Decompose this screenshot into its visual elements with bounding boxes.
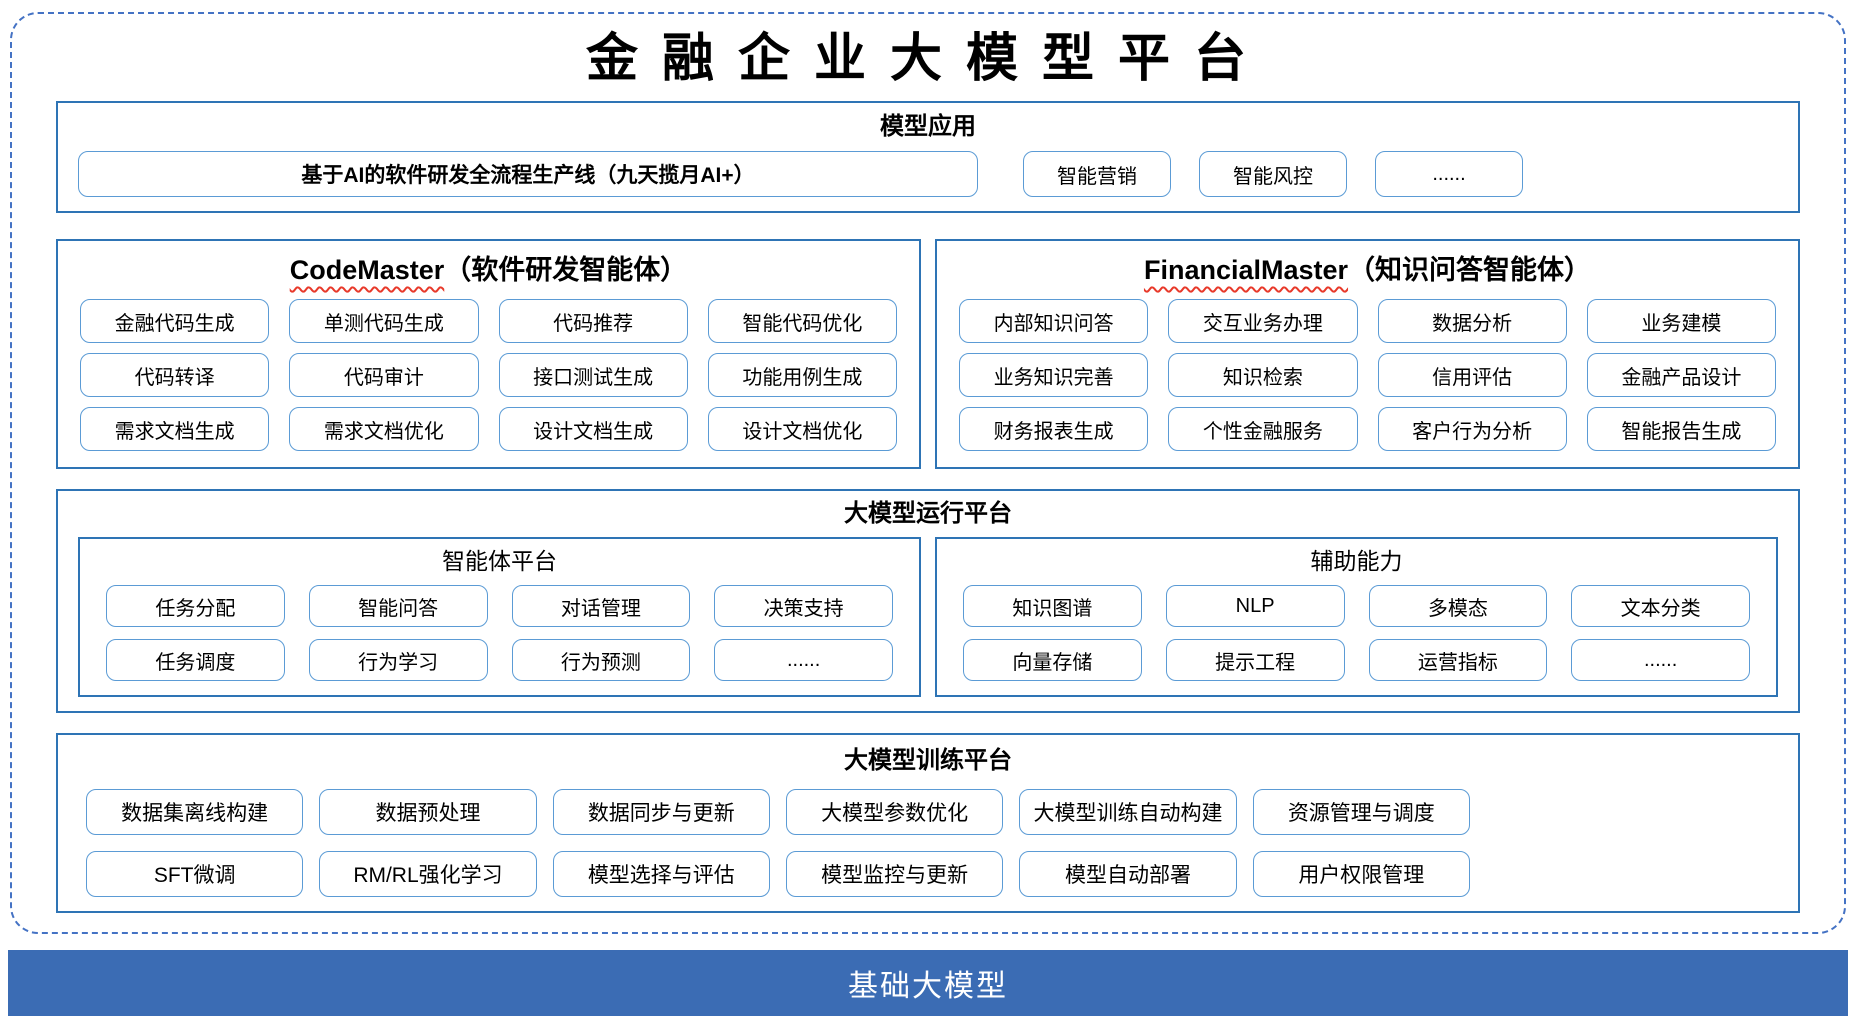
financialmaster-grid: 内部知识问答 交互业务办理 数据分析 业务建模 业务知识完善 知识检索 信用评估…: [959, 299, 1776, 452]
item-box: 代码推荐: [498, 299, 688, 344]
item-box: 大模型训练自动构建: [1019, 789, 1237, 836]
runtime-row: 智能体平台 任务分配 智能问答 对话管理 决策支持 任务调度 行为学习 行为预测…: [78, 537, 1778, 698]
subsection-title-agent-platform: 智能体平台: [442, 548, 557, 575]
item-box: 需求文档优化: [289, 407, 479, 452]
item-box: 代码转译: [80, 353, 270, 398]
item-box: RM/RL强化学习: [319, 851, 537, 898]
item-box: 内部知识问答: [959, 299, 1149, 344]
item-box: ......: [1571, 639, 1750, 682]
app-box-ellipsis: ......: [1375, 151, 1523, 198]
app-box-risk-control: 智能风控: [1199, 151, 1347, 198]
item-box: ......: [714, 639, 893, 682]
item-box: 资源管理与调度: [1252, 789, 1470, 836]
section-codemaster: CodeMaster（软件研发智能体） 金融代码生成 单测代码生成 代码推荐 智…: [56, 239, 921, 470]
item-box: SFT微调: [86, 851, 304, 898]
section-title-codemaster: CodeMaster（软件研发智能体）: [80, 249, 897, 291]
item-box: 设计文档优化: [707, 407, 897, 452]
applications-row: 基于AI的软件研发全流程生产线（九天揽月AI+） 智能营销 智能风控 .....…: [70, 151, 1786, 198]
item-box: 数据集离线构建: [86, 789, 304, 836]
item-box: 模型监控与更新: [785, 851, 1004, 898]
codemaster-name: CodeMaster: [289, 255, 445, 286]
item-box: 向量存储: [963, 639, 1142, 682]
subsection-aux-capabilities: 辅助能力 知识图谱 NLP 多模态 文本分类 向量存储 提示工程 运营指标 ..…: [935, 537, 1778, 698]
item-box: 数据分析: [1377, 299, 1567, 344]
foundation-model-bar: 基础大模型: [8, 950, 1848, 1016]
item-box: 财务报表生成: [959, 407, 1149, 452]
item-box: 信用评估: [1377, 353, 1567, 398]
codemaster-suffix: （软件研发智能体）: [444, 255, 688, 286]
item-box: 任务调度: [106, 639, 285, 682]
item-box: 接口测试生成: [498, 353, 688, 398]
item-box: 行为学习: [308, 639, 488, 682]
section-model-applications: 模型应用 基于AI的软件研发全流程生产线（九天揽月AI+） 智能营销 智能风控 …: [56, 101, 1800, 214]
aux-capabilities-grid: 知识图谱 NLP 多模态 文本分类 向量存储 提示工程 运营指标 ......: [963, 585, 1750, 682]
item-box: 需求文档生成: [80, 407, 270, 452]
training-grid: 数据集离线构建 数据预处理 数据同步与更新 大模型参数优化 大模型训练自动构建 …: [86, 789, 1770, 898]
item-box: 知识检索: [1168, 353, 1358, 398]
item-box: 客户行为分析: [1377, 407, 1567, 452]
item-box: 智能报告生成: [1586, 407, 1776, 452]
agent-platform-grid: 任务分配 智能问答 对话管理 决策支持 任务调度 行为学习 行为预测 .....…: [106, 585, 893, 682]
item-box: 金融产品设计: [1586, 353, 1776, 398]
section-title-applications: 模型应用: [880, 113, 976, 141]
item-box: 数据预处理: [319, 789, 537, 836]
codemaster-grid: 金融代码生成 单测代码生成 代码推荐 智能代码优化 代码转译 代码审计 接口测试…: [80, 299, 897, 452]
item-box: 业务知识完善: [959, 353, 1149, 398]
item-box: 智能问答: [308, 585, 488, 628]
item-box: 功能用例生成: [707, 353, 897, 398]
item-box: 个性金融服务: [1168, 407, 1358, 452]
item-box: 智能代码优化: [707, 299, 897, 344]
section-training-platform: 大模型训练平台 数据集离线构建 数据预处理 数据同步与更新 大模型参数优化 大模…: [56, 733, 1800, 914]
item-box: 大模型参数优化: [785, 789, 1004, 836]
item-box: 用户权限管理: [1252, 851, 1470, 898]
section-runtime-platform: 大模型运行平台 智能体平台 任务分配 智能问答 对话管理 决策支持 任务调度 行…: [56, 489, 1800, 714]
item-box: 模型选择与评估: [552, 851, 770, 898]
section-financialmaster: FinancialMaster（知识问答智能体） 内部知识问答 交互业务办理 数…: [935, 239, 1800, 470]
item-box: 交互业务办理: [1168, 299, 1358, 344]
item-box: 代码审计: [289, 353, 479, 398]
item-box: NLP: [1165, 585, 1345, 628]
subsection-agent-platform: 智能体平台 任务分配 智能问答 对话管理 决策支持 任务调度 行为学习 行为预测…: [78, 537, 921, 698]
item-box: 对话管理: [511, 585, 691, 628]
item-box: 单测代码生成: [289, 299, 479, 344]
platform-outer-dashed-frame: 金融企业大模型平台 模型应用 基于AI的软件研发全流程生产线（九天揽月AI+） …: [10, 12, 1846, 934]
agents-row: CodeMaster（软件研发智能体） 金融代码生成 单测代码生成 代码推荐 智…: [56, 239, 1800, 470]
financialmaster-name: FinancialMaster: [1143, 255, 1349, 286]
item-box: 运营指标: [1368, 639, 1548, 682]
section-title-runtime: 大模型运行平台: [844, 500, 1012, 528]
item-box: 决策支持: [714, 585, 893, 628]
item-box: 提示工程: [1165, 639, 1345, 682]
item-box: 模型自动部署: [1019, 851, 1237, 898]
item-box: 多模态: [1368, 585, 1548, 628]
item-box: 金融代码生成: [80, 299, 270, 344]
app-box-ai-pipeline: 基于AI的软件研发全流程生产线（九天揽月AI+）: [78, 151, 978, 198]
section-title-financialmaster: FinancialMaster（知识问答智能体）: [959, 249, 1776, 291]
item-box: 业务建模: [1586, 299, 1776, 344]
item-box: 知识图谱: [963, 585, 1142, 628]
item-box: 设计文档生成: [498, 407, 688, 452]
section-title-training: 大模型训练平台: [844, 747, 1012, 775]
subsection-title-aux: 辅助能力: [1310, 548, 1403, 575]
item-box: 任务分配: [106, 585, 285, 628]
app-box-marketing: 智能营销: [1023, 151, 1171, 198]
item-box: 行为预测: [511, 639, 691, 682]
financialmaster-suffix: （知识问答智能体）: [1348, 255, 1592, 286]
item-box: 数据同步与更新: [552, 789, 770, 836]
item-box: 文本分类: [1571, 585, 1750, 628]
page-title: 金融企业大模型平台: [585, 28, 1270, 89]
